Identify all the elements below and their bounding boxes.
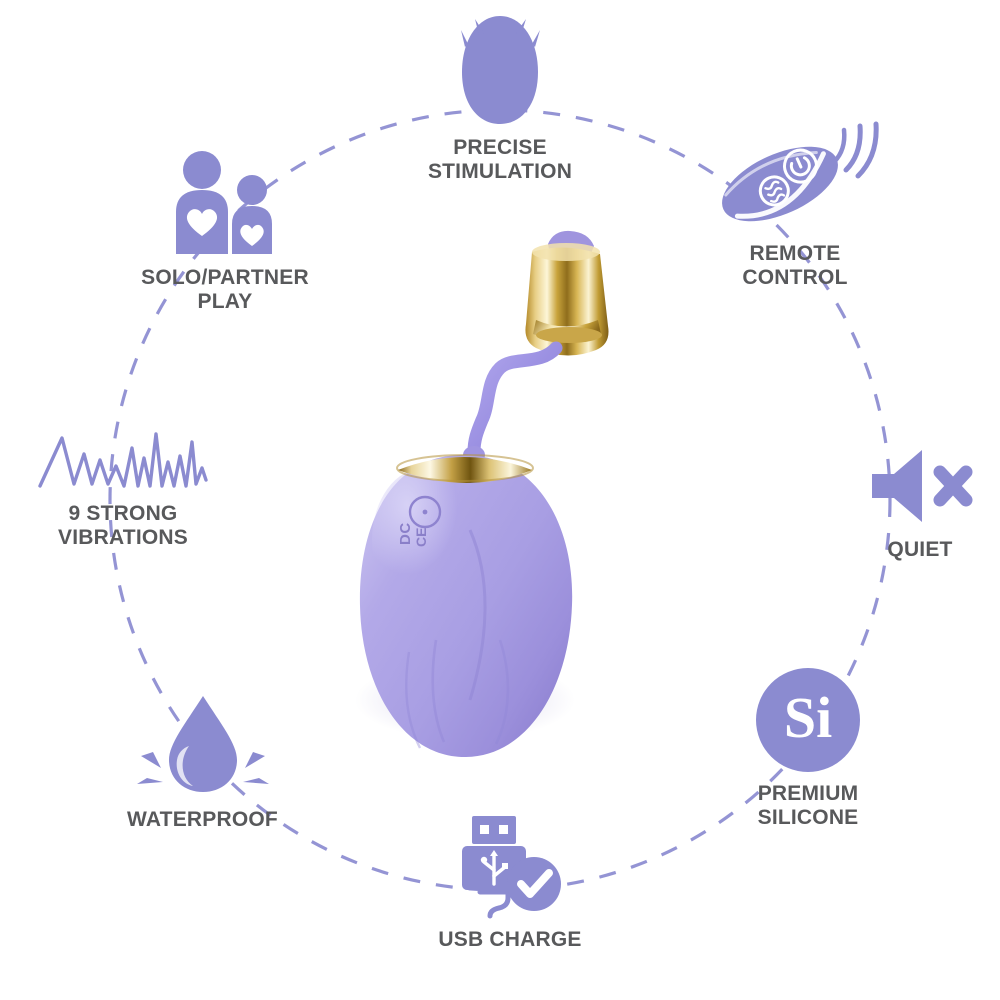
speaker-mute-icon <box>866 448 974 524</box>
feature-usb-charge[interactable]: USB CHARGE <box>420 812 600 952</box>
water-droplet-splash-icon <box>136 690 269 796</box>
feature-label: REMOTE CONTROL <box>742 242 848 289</box>
egg-bud-icon <box>448 10 552 128</box>
remote-control-icon <box>706 118 884 236</box>
si-badge-text: Si <box>756 668 860 772</box>
feature-label: 9 STRONG VIBRATIONS <box>58 502 188 549</box>
vibration-waveform-icon <box>38 428 208 492</box>
feature-strong-vibrations[interactable]: 9 STRONG VIBRATIONS <box>28 428 218 549</box>
egg-body: DC CE <box>355 454 575 758</box>
feature-waterproof[interactable]: WATERPROOF <box>110 690 295 832</box>
retrieval-cord <box>467 341 563 459</box>
svg-text:DC: DC <box>397 522 414 545</box>
svg-text:CE: CE <box>413 528 429 547</box>
si-badge-icon: Si <box>756 668 860 772</box>
usb-plug-check-icon <box>456 812 564 919</box>
feature-label: WATERPROOF <box>127 808 278 831</box>
product-markings: DC CE <box>397 522 429 547</box>
gold-bullet <box>525 230 609 356</box>
feature-solo-partner-play[interactable]: SOLO/PARTNER PLAY <box>130 150 320 313</box>
feature-quiet[interactable]: QUIET <box>845 448 995 562</box>
feature-label: USB CHARGE <box>438 928 582 951</box>
two-people-hearts-icon <box>164 150 286 256</box>
feature-label: QUIET <box>887 538 953 561</box>
feature-label: SOLO/PARTNER PLAY <box>141 266 309 313</box>
power-button <box>408 495 442 529</box>
feature-premium-silicone[interactable]: Si PREMIUM SILICONE <box>718 668 898 829</box>
feature-label: PRECISE STIMULATION <box>427 136 573 183</box>
feature-precise-stimulation[interactable]: PRECISE STIMULATION <box>390 10 610 183</box>
feature-remote-control[interactable]: REMOTE CONTROL <box>690 118 900 289</box>
feature-label: PREMIUM SILICONE <box>757 782 859 829</box>
